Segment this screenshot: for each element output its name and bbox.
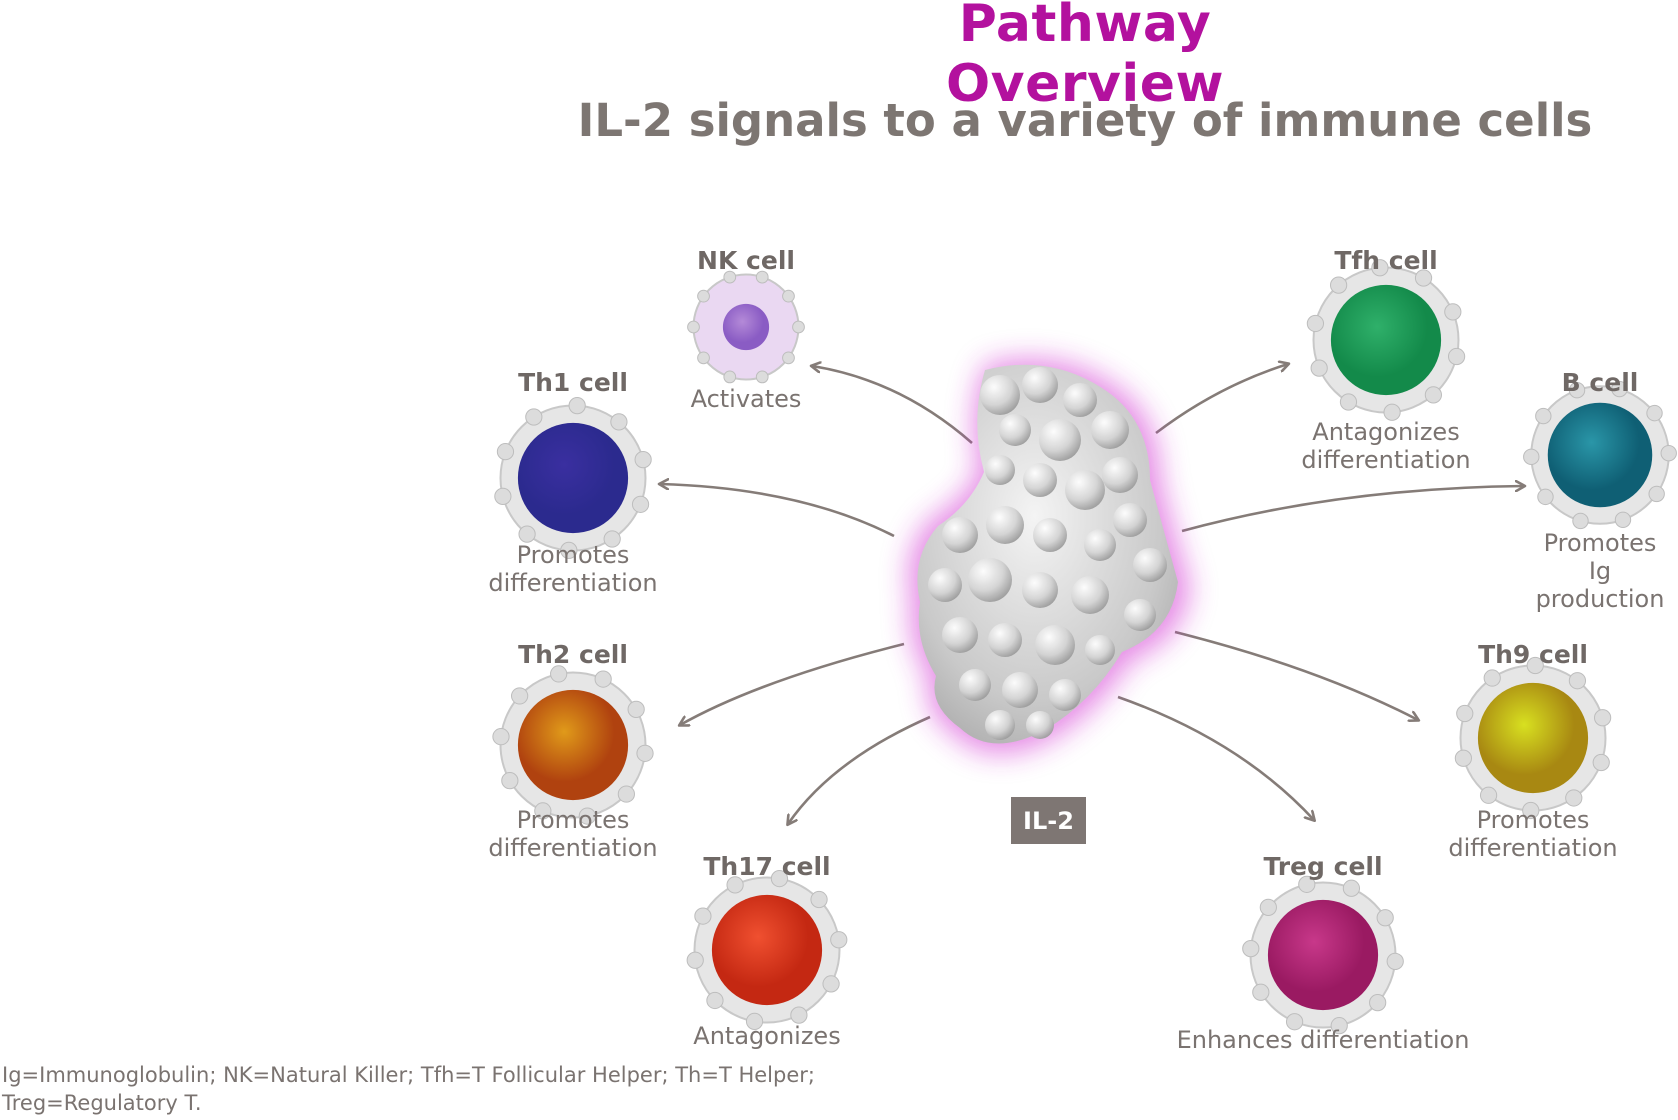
arrow-to-nk [812, 366, 973, 444]
b-cell-image [1523, 380, 1677, 530]
nk-cell-action: Activates [690, 385, 802, 413]
il2-label: IL-2 [1011, 797, 1086, 844]
page-subtitle: IL-2 signals to a variety of immune cell… [577, 94, 1593, 147]
nk-cell-image [687, 270, 805, 384]
th17-cell-image [686, 869, 848, 1031]
b-cell-name: B cell [1561, 368, 1639, 397]
nk-cell-name: NK cell [697, 246, 795, 275]
th9-cell-name: Th9 cell [1478, 640, 1588, 669]
arrow-to-th9 [1174, 630, 1418, 720]
th1-cell-image [494, 396, 652, 560]
th9-cell-image [1454, 656, 1612, 820]
arrow-to-treg [1117, 695, 1314, 820]
arrow-to-tfh [1155, 364, 1288, 435]
arrow-to-th2 [680, 642, 905, 725]
treg-cell-action: Enhances differentiation [1176, 1026, 1470, 1054]
th1-cell-action: Promotes differentiation [488, 541, 658, 597]
tfh-cell-action: Antagonizes differentiation [1301, 418, 1471, 474]
th2-cell-image [492, 665, 654, 825]
arrow-to-th1 [660, 484, 895, 538]
arrow-to-b [1181, 486, 1524, 533]
arrows [660, 364, 1524, 824]
th17-cell-name: Th17 cell [703, 852, 831, 881]
il2-protein-image [908, 358, 1190, 754]
treg-cell-image [1242, 875, 1404, 1035]
th2-cell-name: Th2 cell [518, 640, 628, 669]
arrow-to-th17 [788, 715, 931, 824]
b-cell-action: Promotes Ig production [1535, 529, 1665, 613]
page-title: Pathway Overview [945, 0, 1225, 114]
tfh-cell-name: Tfh cell [1334, 246, 1438, 275]
th9-cell-action: Promotes differentiation [1448, 806, 1618, 862]
th2-cell-action: Promotes differentiation [488, 806, 658, 862]
tfh-cell-image [1306, 259, 1466, 421]
th1-cell-name: Th1 cell [518, 368, 628, 397]
footnote: Ig=Immunoglobulin; NK=Natural Killer; Tf… [2, 1063, 815, 1115]
th17-cell-action: Antagonizes [693, 1022, 841, 1050]
treg-cell-name: Treg cell [1263, 852, 1383, 881]
